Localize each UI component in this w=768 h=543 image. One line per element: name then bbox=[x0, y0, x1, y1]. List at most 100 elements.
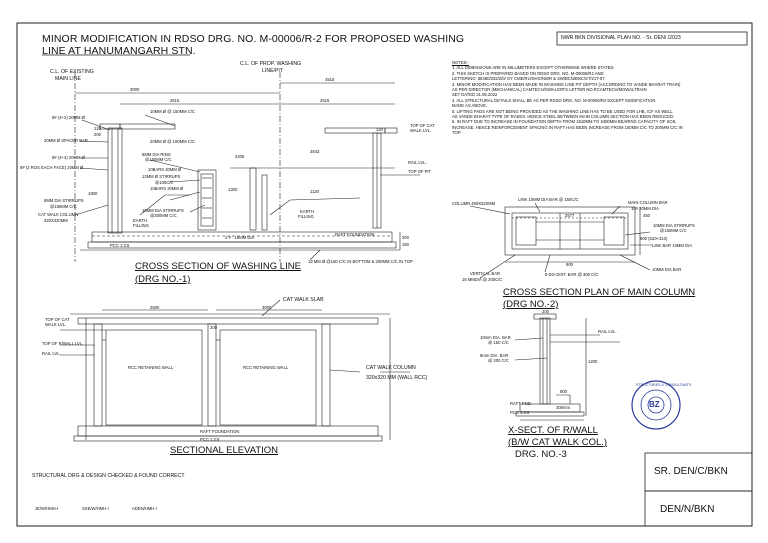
ring-label-2: 20MM Ø @ 100MM C/C bbox=[150, 139, 195, 144]
elev-walk-lvl-label: WALK LVL. bbox=[45, 322, 67, 327]
elev-dim-3000: 3000 bbox=[262, 305, 272, 310]
earth-label: EARTH bbox=[133, 218, 148, 223]
note-line: 1. ALL DIMENSIONS ARE IN MILLIMETERS EXC… bbox=[452, 65, 615, 71]
stir10-label: 10MM DIA STIRRUPS bbox=[142, 208, 184, 213]
column-size-label: COLUMN 450X520MM bbox=[452, 201, 496, 206]
note-line: MADE AS ABOVE. bbox=[452, 103, 488, 109]
xsect-bar10-label: 10mm DIA. BAR bbox=[480, 335, 511, 340]
note-line: 2. THIS SKETCH IS PREPARED BASED ON RDSO… bbox=[452, 70, 604, 76]
stir10-label-2: @300MM C/C bbox=[150, 213, 177, 218]
sr-den-box-label: SR. DEN/C/BKN bbox=[654, 466, 728, 477]
top-cat-label: TOP OF CAT bbox=[410, 123, 435, 128]
main-bar-label-2: 10# 20MM DIA bbox=[631, 206, 659, 211]
xsect-dim-1200: 1200 bbox=[588, 359, 598, 364]
notes-block: NOTES:- 1. ALL DIMENSIONS ARE IN MILLIME… bbox=[452, 60, 752, 136]
cat-walk-column-label: CAT WALK COLUMN bbox=[366, 365, 416, 371]
link-bar-label: LINK BAR 10MM DIA bbox=[652, 243, 693, 248]
dim-1300: 1300 bbox=[228, 187, 238, 192]
dim-450: 450 bbox=[643, 213, 650, 218]
xsect-dim-200: 200 bbox=[542, 309, 549, 314]
xsect-bar10-label-2: @ 150 C/C bbox=[488, 340, 509, 345]
stamp-graphic bbox=[631, 380, 681, 430]
xsect-caption-1: X-SECT. OF R/WALL bbox=[508, 425, 598, 436]
tenbars-label: 10BARS 20MM Ø bbox=[148, 167, 182, 172]
elev-top-cat-label: TOP OF CAT bbox=[45, 317, 70, 322]
xsect-pcc-label: PCC 1:3:6 bbox=[510, 410, 530, 415]
dim-2515: 2515 bbox=[170, 98, 180, 103]
dim-2843: 2843 bbox=[310, 149, 320, 154]
catwalk-column-label: CAT WALK COLUMN bbox=[38, 212, 79, 217]
note-line: 5. LIFTING PADS ARE NOT BEING PROVIDED A… bbox=[452, 108, 673, 114]
note-line: 4. ALL STRUCTURAL DETAILS SHALL BE AS PE… bbox=[452, 97, 656, 103]
stirrups-plan-label-2: @150MM C/C bbox=[660, 228, 687, 233]
rcc-wall-label-1: RCC RETAINING WALL bbox=[128, 365, 174, 370]
signature-aden: ADEN/HMH-I bbox=[132, 506, 157, 511]
rcc-wall-label-2: RCC RETAINING WALL bbox=[243, 365, 289, 370]
dim-600: 600 (520+310) bbox=[640, 236, 668, 241]
dim-2515b: 2515 bbox=[320, 98, 330, 103]
dim-2405: 2405 bbox=[235, 154, 245, 159]
note-line: LETTERING: 88480/202/2/0/ OY CME/RU/SHG/… bbox=[452, 76, 606, 82]
title-line-1: MINOR MODIFICATION IN RDSO DRG. NO. M-00… bbox=[42, 33, 465, 45]
dim-900: 900 bbox=[566, 262, 573, 267]
main-line-label: MAIN LINE bbox=[55, 76, 81, 82]
ring-label-4: @150MM C/C bbox=[145, 157, 172, 162]
elev-dim-2500: 2500 bbox=[150, 305, 160, 310]
cl-existing-label: C.L. OF EXISTING bbox=[50, 69, 94, 75]
column-plan-drg: (DRG NO.-2) bbox=[503, 299, 559, 310]
note-line: AS VANDE BHARAT TYPE OF RAKES. HENCE STE… bbox=[452, 114, 675, 120]
xsect-dim-300: 300mm bbox=[556, 405, 570, 410]
stamp-ring-text: STRUCTURES & CONSULTANTS bbox=[636, 383, 692, 387]
filling-label: FILLING bbox=[133, 223, 149, 228]
xsect-caption-3: DRG. NO.-3 bbox=[515, 449, 567, 460]
ring-label-1: 10MM Ø @ 150MM C/C bbox=[150, 109, 195, 114]
at100-label: @100C/C bbox=[155, 180, 174, 185]
link-label: LINK 10MM DIA BAR @ 150C/C bbox=[518, 197, 579, 202]
bar-label-2: 20MM Ø SPACER BAR bbox=[44, 138, 88, 143]
cl-prop-label: C.L. OF PROP. WASHING bbox=[240, 61, 302, 67]
dim-120b: 120 bbox=[376, 127, 383, 132]
xsect-raft-label: RAFT FND. bbox=[510, 401, 532, 406]
xsect-dim-800: 800 bbox=[560, 389, 567, 394]
note-line: 6. IN RAFT DUE TO INCREASE IN FOUNDATION… bbox=[452, 119, 677, 125]
ring-label-3: 8MM DIA RING bbox=[142, 152, 171, 157]
bottom-note-label: 12 MM Ø @150 C/C IN BOTTOM & 200MM C/C I… bbox=[308, 259, 413, 264]
title-line-2: LINE AT HANUMANGARH STN. bbox=[42, 45, 196, 57]
top-rwall-label: TOP OF R/WALL LVL. bbox=[42, 341, 84, 346]
bar-label-4: 8# (2 ROS EACH FACE) 20MM Ø bbox=[20, 165, 84, 170]
elev-dim-200: 200 bbox=[210, 325, 217, 330]
note-line: SET DATED 31.05.2022 bbox=[452, 92, 498, 98]
twelve-stirrups-label: 12MM Ø STIRRUPS bbox=[142, 174, 181, 179]
elevation-caption: SECTIONAL ELEVATION bbox=[170, 445, 279, 456]
main-bar-label: MAIN COLUMN BAR bbox=[628, 200, 668, 205]
earth-label-2: EARTH bbox=[300, 209, 315, 214]
elev-rail-lvl-label: RAIL LVL. bbox=[42, 351, 61, 356]
plan-number: NWR BKN DIVISIONAL PLAN NO. - Sr. DEN/ /… bbox=[561, 35, 681, 41]
bars16-label: 2 # - 16MM DIA bbox=[225, 235, 255, 240]
checked-statement: STRUCTURAL DRG & DESIGN CHECKED & FOUND … bbox=[32, 473, 185, 479]
cat-walk-column-size: 320x320 MM (WALL RCC) bbox=[366, 375, 428, 381]
bar-label-1: 8# (4+2) 20MM Ø bbox=[52, 115, 85, 120]
filling-label-2: FILLING bbox=[298, 214, 314, 219]
den-box-label: DEN/N/BKN bbox=[660, 504, 715, 515]
cross-section-linework bbox=[74, 72, 420, 262]
xsect-bar8-label-2: @ 200 C/C bbox=[488, 358, 509, 363]
walk-lvl-label: WALK LVL. bbox=[410, 128, 432, 133]
signature-je: JE/W/HMH-I bbox=[35, 506, 59, 511]
note-line: AS PER DIRECTOR (MECHANICAL) CAMTECH/GWA… bbox=[452, 87, 647, 93]
raft-foundation-label: RAFT FOUNDATION bbox=[335, 232, 375, 237]
stamp-initials: BZ bbox=[649, 400, 660, 409]
dim-3000: 3000 bbox=[130, 87, 140, 92]
dim-4515: 4515 bbox=[325, 77, 335, 82]
dim-1900: 1900 bbox=[88, 191, 98, 196]
xsect-linework bbox=[514, 313, 620, 421]
pcc-label: PCC 1:3:6 bbox=[110, 243, 130, 248]
dim-150: 150 bbox=[402, 242, 409, 247]
signature-sse: SSE/W/HMH-I bbox=[82, 506, 109, 511]
dim-2577: 2577 bbox=[565, 213, 575, 218]
ten-dia-label: 10MM DIA BAR bbox=[652, 267, 682, 272]
stirrups-plan-label: 10MM DIA STIRRUPS bbox=[653, 223, 695, 228]
dim-200: 200 bbox=[94, 132, 101, 137]
